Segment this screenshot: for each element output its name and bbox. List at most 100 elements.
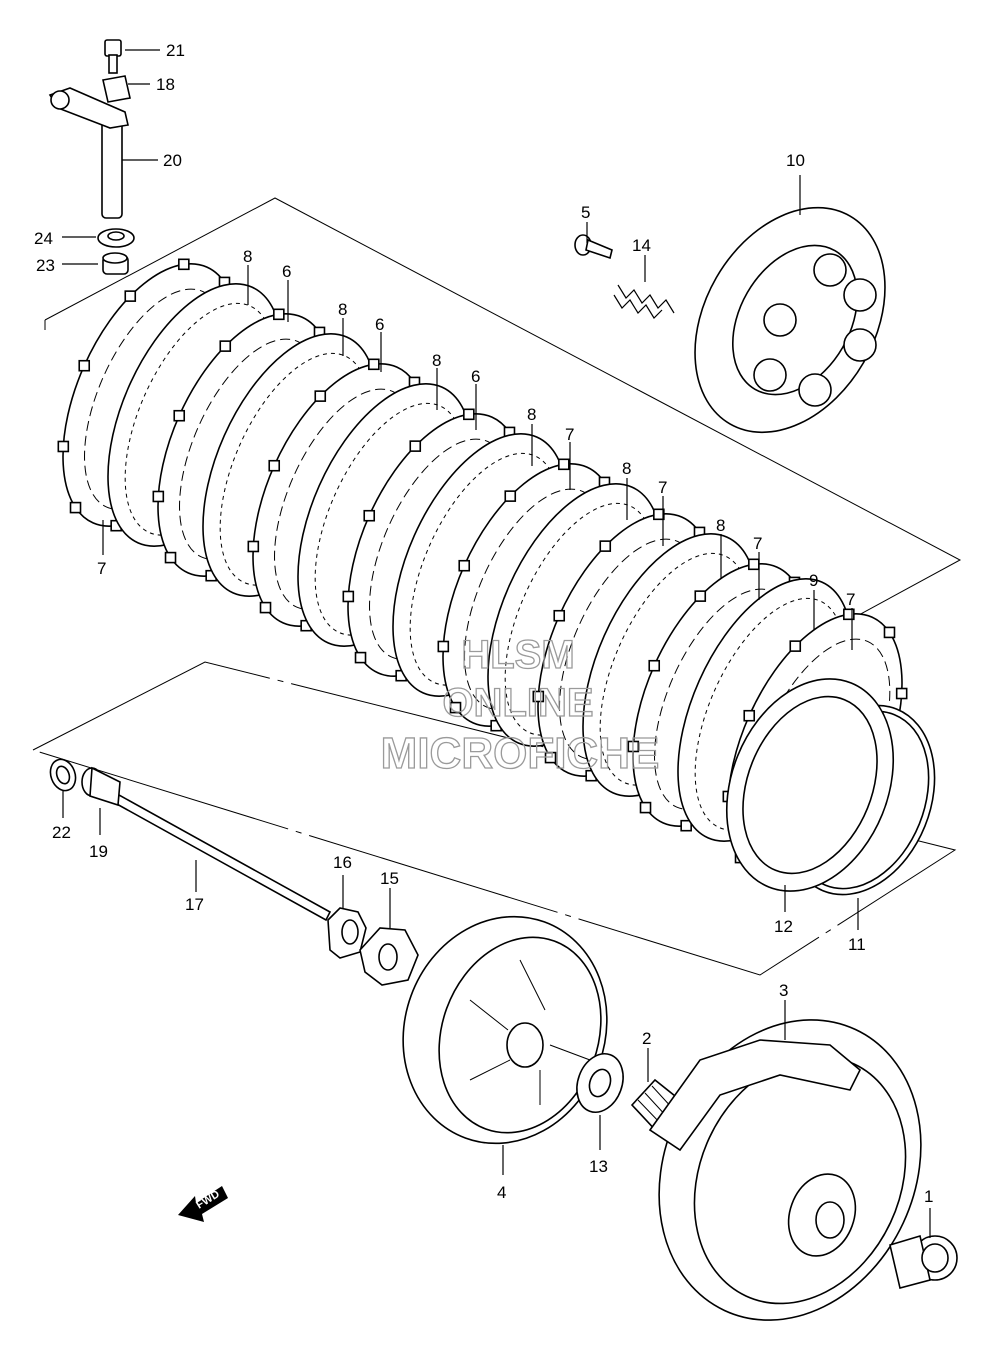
plate-tab [639, 801, 652, 814]
plate-tab [789, 640, 802, 652]
retainer-18 [102, 75, 131, 103]
label-6c: 6 [471, 367, 480, 386]
label-7b: 7 [658, 478, 667, 497]
label-19: 19 [89, 842, 108, 861]
plate-tab [558, 458, 570, 471]
plate-tab [273, 308, 285, 321]
label-14: 14 [632, 236, 651, 255]
label-11: 11 [848, 935, 866, 954]
plate-tab [694, 590, 707, 602]
label-8c: 8 [432, 351, 441, 370]
plate-tab [895, 687, 908, 700]
plate-tab [743, 709, 756, 722]
plate-tab [437, 640, 450, 653]
plate-tab [152, 490, 165, 503]
label-15: 15 [380, 869, 399, 888]
label-12: 12 [774, 917, 793, 936]
bearing-23 [102, 252, 129, 275]
label-22: 22 [52, 823, 71, 842]
plate-tab [368, 358, 380, 371]
plate-tab [532, 690, 545, 703]
nut-16 [327, 907, 367, 959]
label-16: 16 [333, 853, 352, 872]
push-piece-19 [81, 766, 121, 807]
oil-seal-24 [97, 228, 135, 248]
plate-tab [680, 819, 692, 832]
label-2: 2 [642, 1029, 651, 1048]
plate-tab [843, 608, 855, 621]
plate-tab [219, 340, 232, 352]
plate-tab [354, 651, 367, 664]
plate-tab [314, 390, 327, 402]
plate-tab [247, 540, 260, 553]
plate-tab [458, 559, 471, 572]
plate-tab [178, 258, 190, 271]
watermark-line-3: MICROFICHE [381, 729, 660, 778]
plate-tab [69, 501, 82, 514]
plate-tab [748, 558, 760, 571]
plate-tab [599, 540, 612, 552]
plate-tab [268, 459, 281, 472]
watermark: HLSM ONLINE MICROFICHE [380, 632, 660, 778]
label-21: 21 [166, 41, 185, 60]
plate-tab [164, 551, 177, 564]
label-7a: 7 [565, 425, 574, 444]
plate-tab [883, 626, 896, 639]
spring-14 [613, 284, 675, 319]
label-24: 24 [34, 229, 53, 248]
label-8f: 8 [716, 516, 725, 535]
label-6a: 6 [282, 262, 291, 281]
watermark-line-2: ONLINE [442, 681, 593, 725]
pressure-plate-10 [694, 206, 886, 434]
plate-tab [173, 409, 186, 422]
label-20: 20 [163, 151, 182, 170]
label-9: 9 [809, 571, 818, 590]
plate-tab [463, 408, 475, 421]
plate-tab [504, 490, 517, 502]
lock-washer-15 [359, 927, 419, 986]
plate-tab [653, 508, 665, 521]
fwd-arrow: FWD [178, 1186, 228, 1222]
push-rod-17 [104, 788, 332, 922]
spacer-1 [889, 1234, 958, 1289]
plate-tab [363, 509, 376, 522]
plate-tab [449, 701, 462, 714]
plate-tab [78, 359, 91, 372]
label-7e: 7 [97, 559, 106, 578]
bearing-22 [49, 758, 77, 792]
leader-lines [62, 49, 931, 1238]
label-18: 18 [156, 75, 175, 94]
label-7c: 7 [753, 534, 762, 553]
primary-driven-gear-3 [648, 1019, 922, 1321]
thrust-washer-13 [576, 1053, 624, 1113]
label-4: 4 [497, 1183, 506, 1202]
label-3: 3 [779, 981, 788, 1000]
plate-tab [409, 440, 422, 452]
label-6b: 6 [375, 315, 384, 334]
plate-tab [259, 601, 272, 614]
lower-frame [31, 661, 957, 976]
plate-tab [342, 590, 355, 603]
label-5: 5 [581, 203, 590, 222]
plate-tab [627, 740, 640, 753]
label-8a: 8 [243, 247, 252, 266]
label-8b: 8 [338, 300, 347, 319]
plate-tab [553, 609, 566, 622]
label-8d: 8 [527, 405, 536, 424]
label-1: 1 [924, 1187, 933, 1206]
label-17: 17 [185, 895, 204, 914]
label-23: 23 [36, 256, 55, 275]
label-8e: 8 [622, 459, 631, 478]
bolt-21 [104, 39, 122, 74]
label-7d: 7 [846, 590, 855, 609]
plate-tab [544, 751, 557, 764]
part-labels: 21 18 20 24 23 10 5 14 8 6 8 6 8 6 8 7 8… [34, 41, 933, 1206]
sleeve-hub-4 [402, 915, 608, 1145]
plate-tab [124, 290, 137, 302]
label-10: 10 [786, 151, 805, 170]
spring-seat-12 [725, 678, 895, 892]
release-shaft-20 [48, 87, 129, 219]
plate-tab [648, 659, 661, 672]
bolt-5 [574, 234, 613, 260]
